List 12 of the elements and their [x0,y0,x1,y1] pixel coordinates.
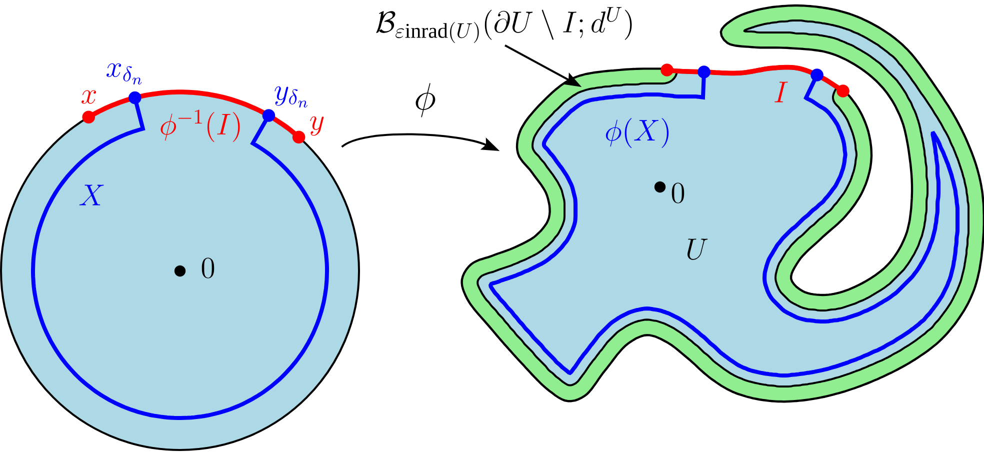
edge-label: $\phi$ [416,83,436,118]
region-label: $U$ [688,238,708,260]
arc-label: $I$ [774,82,788,102]
point-label: $y$ [310,116,324,136]
point-label: $0$ [202,258,214,278]
arc-label: $\phi^{-1}(I)$ [160,110,240,142]
point-label: $0$ [672,182,684,204]
point-label: $y_{\delta_n}$ [274,86,308,108]
callout-label: $\mathcal{B}_{\varepsilon\mathrm{inrad}(U)}(\partial U\setminus I;d^{U})$ [376,7,632,43]
curve-label: $X$ [79,184,104,206]
curve-label: $\phi(X)$ [606,118,669,148]
point-label: $x$ [82,90,96,104]
